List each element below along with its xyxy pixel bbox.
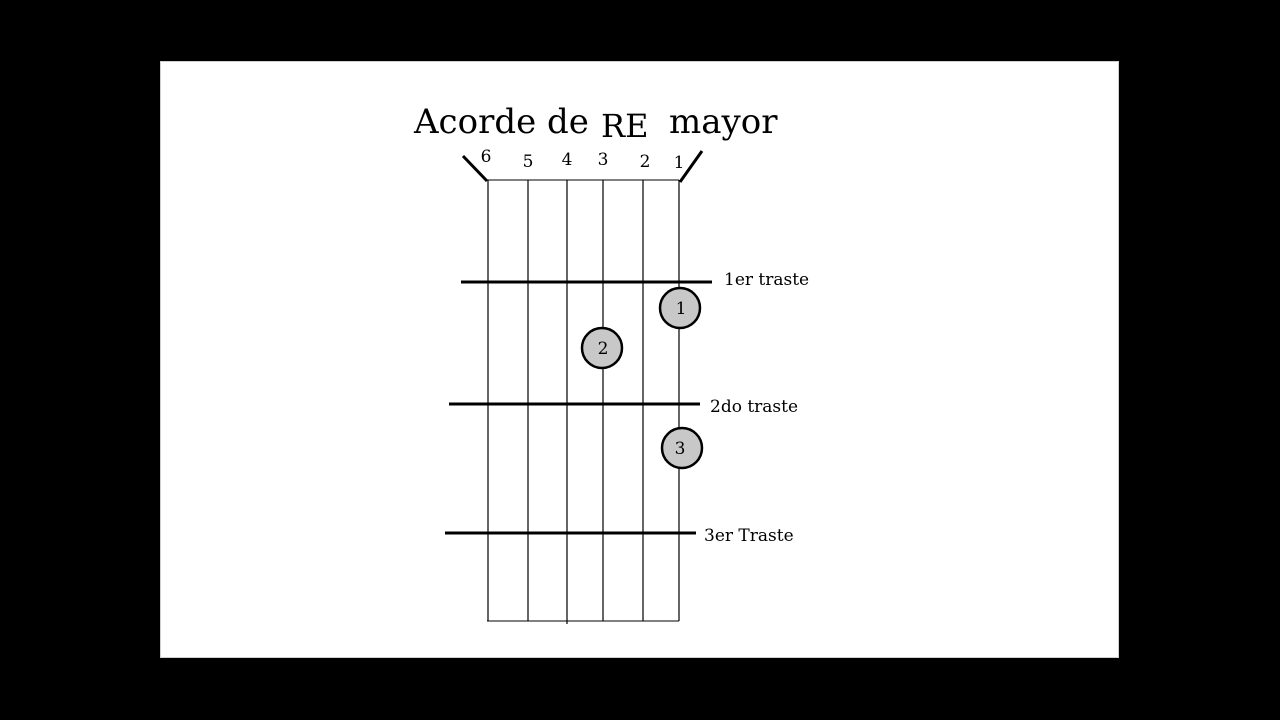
nut-right-tick (678, 150, 704, 183)
string-number-2: 2 (640, 152, 651, 172)
chord-diagram: 6 5 4 3 2 1 1er traste 2do traste 3er Tr… (445, 147, 809, 624)
finger-number-1: 1 (676, 299, 687, 319)
fret-label-2: 2do traste (710, 397, 798, 417)
nut-left-tick (461, 154, 489, 183)
finger-dot-1: 1 (658, 286, 702, 330)
finger-number-3: 3 (675, 439, 686, 459)
title-suffix: mayor (669, 102, 778, 142)
finger-dot-2: 2 (580, 326, 624, 370)
fret-label-1: 1er traste (724, 270, 809, 290)
string-number-6: 6 (481, 147, 492, 167)
string-number-4: 4 (562, 150, 573, 170)
string-number-1: 1 (674, 153, 685, 173)
fret-label-3: 3er Traste (704, 526, 794, 546)
title-chord: RE (601, 107, 649, 145)
title-prefix: Acorde de (414, 102, 589, 142)
finger-dot-3: 3 (660, 426, 704, 470)
finger-number-2: 2 (598, 339, 609, 359)
string-number-5: 5 (523, 152, 534, 172)
chord-slide: Acorde de RE mayor 6 5 4 3 2 1 (160, 61, 1119, 658)
string-number-3: 3 (598, 150, 609, 170)
